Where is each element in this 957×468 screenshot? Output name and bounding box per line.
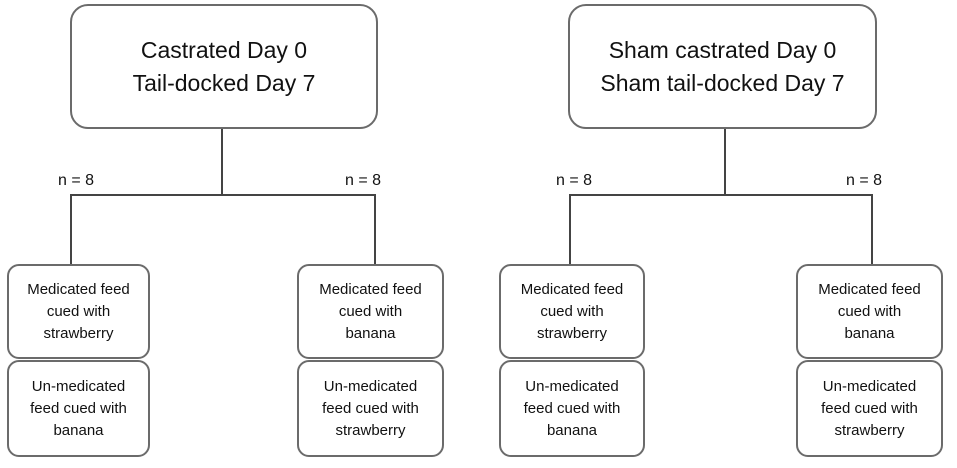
right-branch-a-connector	[569, 194, 571, 266]
box-text-line: feed cued with	[322, 399, 419, 417]
sham-castrated-line: Sham castrated Day 0	[608, 36, 837, 63]
left-n-label-a: n = 8	[58, 172, 95, 189]
box-text-line: Un-medicated	[31, 377, 126, 395]
box-text-line: Medicated feed	[27, 280, 130, 298]
left-strawberry-medicated-box: Medicated feed cued with strawberry	[7, 264, 150, 359]
right-stem-connector	[724, 129, 726, 195]
left-strawberry-unmedicated-box: Un-medicated feed cued with strawberry	[297, 360, 444, 457]
box-text-line: banana	[844, 324, 895, 342]
box-text-line: banana	[345, 324, 396, 342]
left-banana-medicated-box: Medicated feed cued with banana	[297, 264, 444, 359]
box-text-line: strawberry	[43, 324, 114, 342]
box-text-line: Medicated feed	[319, 280, 422, 298]
left-branch-a-connector	[70, 194, 72, 266]
box-text-line: Medicated feed	[520, 280, 624, 298]
box-text-line: strawberry	[536, 324, 607, 342]
sham-group-box: Sham castrated Day 0 Sham tail-docked Da…	[568, 4, 877, 129]
right-branch-b-connector	[871, 194, 873, 266]
box-text-line: strawberry	[834, 421, 905, 439]
box-text-line: cued with	[338, 302, 403, 320]
right-n-label-a: n = 8	[556, 172, 593, 189]
box-text-line: cued with	[837, 302, 902, 320]
right-strawberry-unmedicated-box: Un-medicated feed cued with strawberry	[796, 360, 943, 457]
sham-tail-docked-line: Sham tail-docked Day 7	[600, 69, 845, 96]
castrated-group-box: Castrated Day 0 Tail-docked Day 7	[70, 4, 378, 129]
left-n-label-b: n = 8	[345, 172, 382, 189]
box-text-line: Medicated feed	[818, 280, 921, 298]
left-stem-connector	[221, 129, 223, 195]
right-horizontal-connector	[569, 194, 873, 196]
left-horizontal-connector	[70, 194, 376, 196]
left-branch-b-connector	[374, 194, 376, 266]
tail-docked-line: Tail-docked Day 7	[132, 69, 316, 96]
box-text-line: Un-medicated	[323, 377, 418, 395]
left-banana-unmedicated-box: Un-medicated feed cued with banana	[7, 360, 150, 457]
box-text-line: feed cued with	[30, 399, 127, 417]
right-n-label-b: n = 8	[846, 172, 883, 189]
box-text-line: Un-medicated	[525, 377, 619, 395]
castrated-line: Castrated Day 0	[140, 36, 308, 63]
box-text-line: banana	[53, 421, 104, 439]
right-banana-medicated-box: Medicated feed cued with banana	[796, 264, 943, 359]
box-text-line: banana	[546, 421, 598, 439]
right-banana-unmedicated-box: Un-medicated feed cued with banana	[499, 360, 645, 457]
box-text-line: feed cued with	[523, 399, 621, 417]
box-text-line: feed cued with	[821, 399, 918, 417]
box-text-line: Un-medicated	[822, 377, 917, 395]
box-text-line: cued with	[46, 302, 111, 320]
box-text-line: cued with	[540, 302, 604, 320]
right-strawberry-medicated-box: Medicated feed cued with strawberry	[499, 264, 645, 359]
box-text-line: strawberry	[335, 421, 406, 439]
